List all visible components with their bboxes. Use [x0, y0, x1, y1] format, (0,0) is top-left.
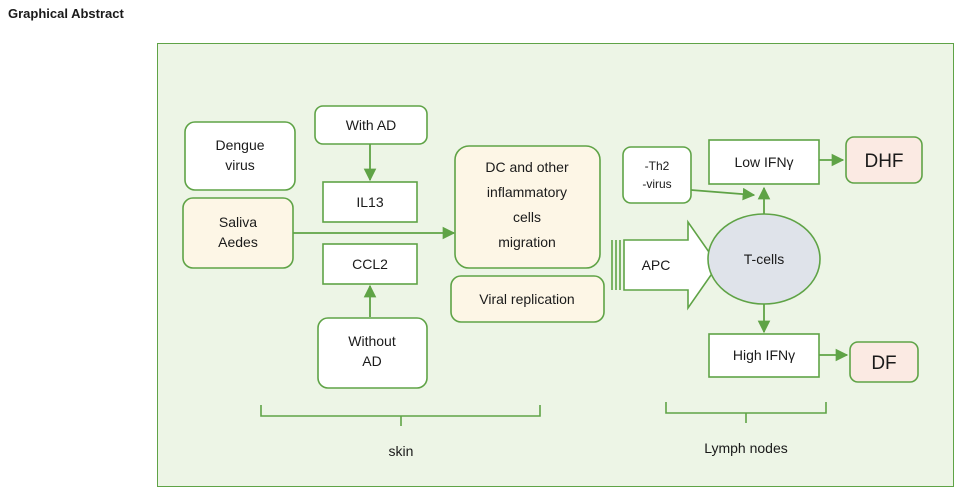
dc-migration-label-3: cells	[513, 209, 541, 225]
saliva-aedes-label-2: Aedes	[218, 234, 258, 250]
dhf-label: DHF	[864, 151, 903, 172]
t-cells-node: T-cells	[707, 213, 821, 305]
lymph-nodes-region-label: Lymph nodes	[704, 440, 788, 456]
with-ad-label: With AD	[346, 117, 397, 133]
without-ad-label-2: AD	[362, 353, 381, 369]
with-ad-node: With AD	[314, 105, 428, 145]
dhf-node: DHF	[845, 136, 923, 184]
low-ifn-node: Low IFNγ	[708, 139, 820, 185]
without-ad-node: Without AD	[317, 317, 428, 389]
ccl2-node: CCL2	[322, 243, 418, 285]
ccl2-label: CCL2	[352, 256, 388, 272]
viral-replication-label: Viral replication	[479, 291, 574, 307]
th2-virus-label-2: -virus	[642, 177, 671, 191]
il13-node: IL13	[322, 181, 418, 223]
low-ifn-label: Low IFNγ	[734, 154, 793, 170]
dengue-virus-label-1: Dengue	[215, 137, 264, 153]
df-label: DF	[871, 353, 896, 374]
df-node: DF	[849, 341, 919, 383]
high-ifn-node: High IFNγ	[708, 333, 820, 378]
without-ad-label-1: Without	[348, 333, 396, 349]
dc-migration-label-2: inflammatory	[487, 184, 567, 200]
dengue-virus-node: Dengue virus	[184, 121, 296, 191]
high-ifn-label: High IFNγ	[733, 347, 795, 363]
saliva-aedes-label-1: Saliva	[219, 214, 257, 230]
il13-label: IL13	[356, 194, 383, 210]
skin-region-label: skin	[389, 443, 414, 459]
th2-virus-node: -Th2 -virus	[622, 146, 692, 204]
apc-label: APC	[642, 257, 671, 273]
graphical-abstract-heading: Graphical Abstract	[8, 6, 124, 21]
dc-migration-node: DC and other inflammatory cells migratio…	[454, 145, 601, 269]
dc-migration-label-1: DC and other	[485, 159, 569, 175]
dengue-virus-label-2: virus	[225, 157, 255, 173]
saliva-aedes-node: Saliva Aedes	[182, 197, 294, 269]
th2-virus-label-1: -Th2	[645, 159, 670, 173]
skin-brace: skin	[260, 405, 541, 459]
viral-replication-node: Viral replication	[450, 275, 605, 323]
dc-migration-label-4: migration	[498, 234, 556, 250]
apc-arrow-node: APC	[611, 219, 719, 311]
t-cells-label: T-cells	[744, 251, 784, 267]
arrow-th2-to-tcells	[690, 187, 756, 201]
lymph-nodes-brace: Lymph nodes	[665, 402, 827, 456]
